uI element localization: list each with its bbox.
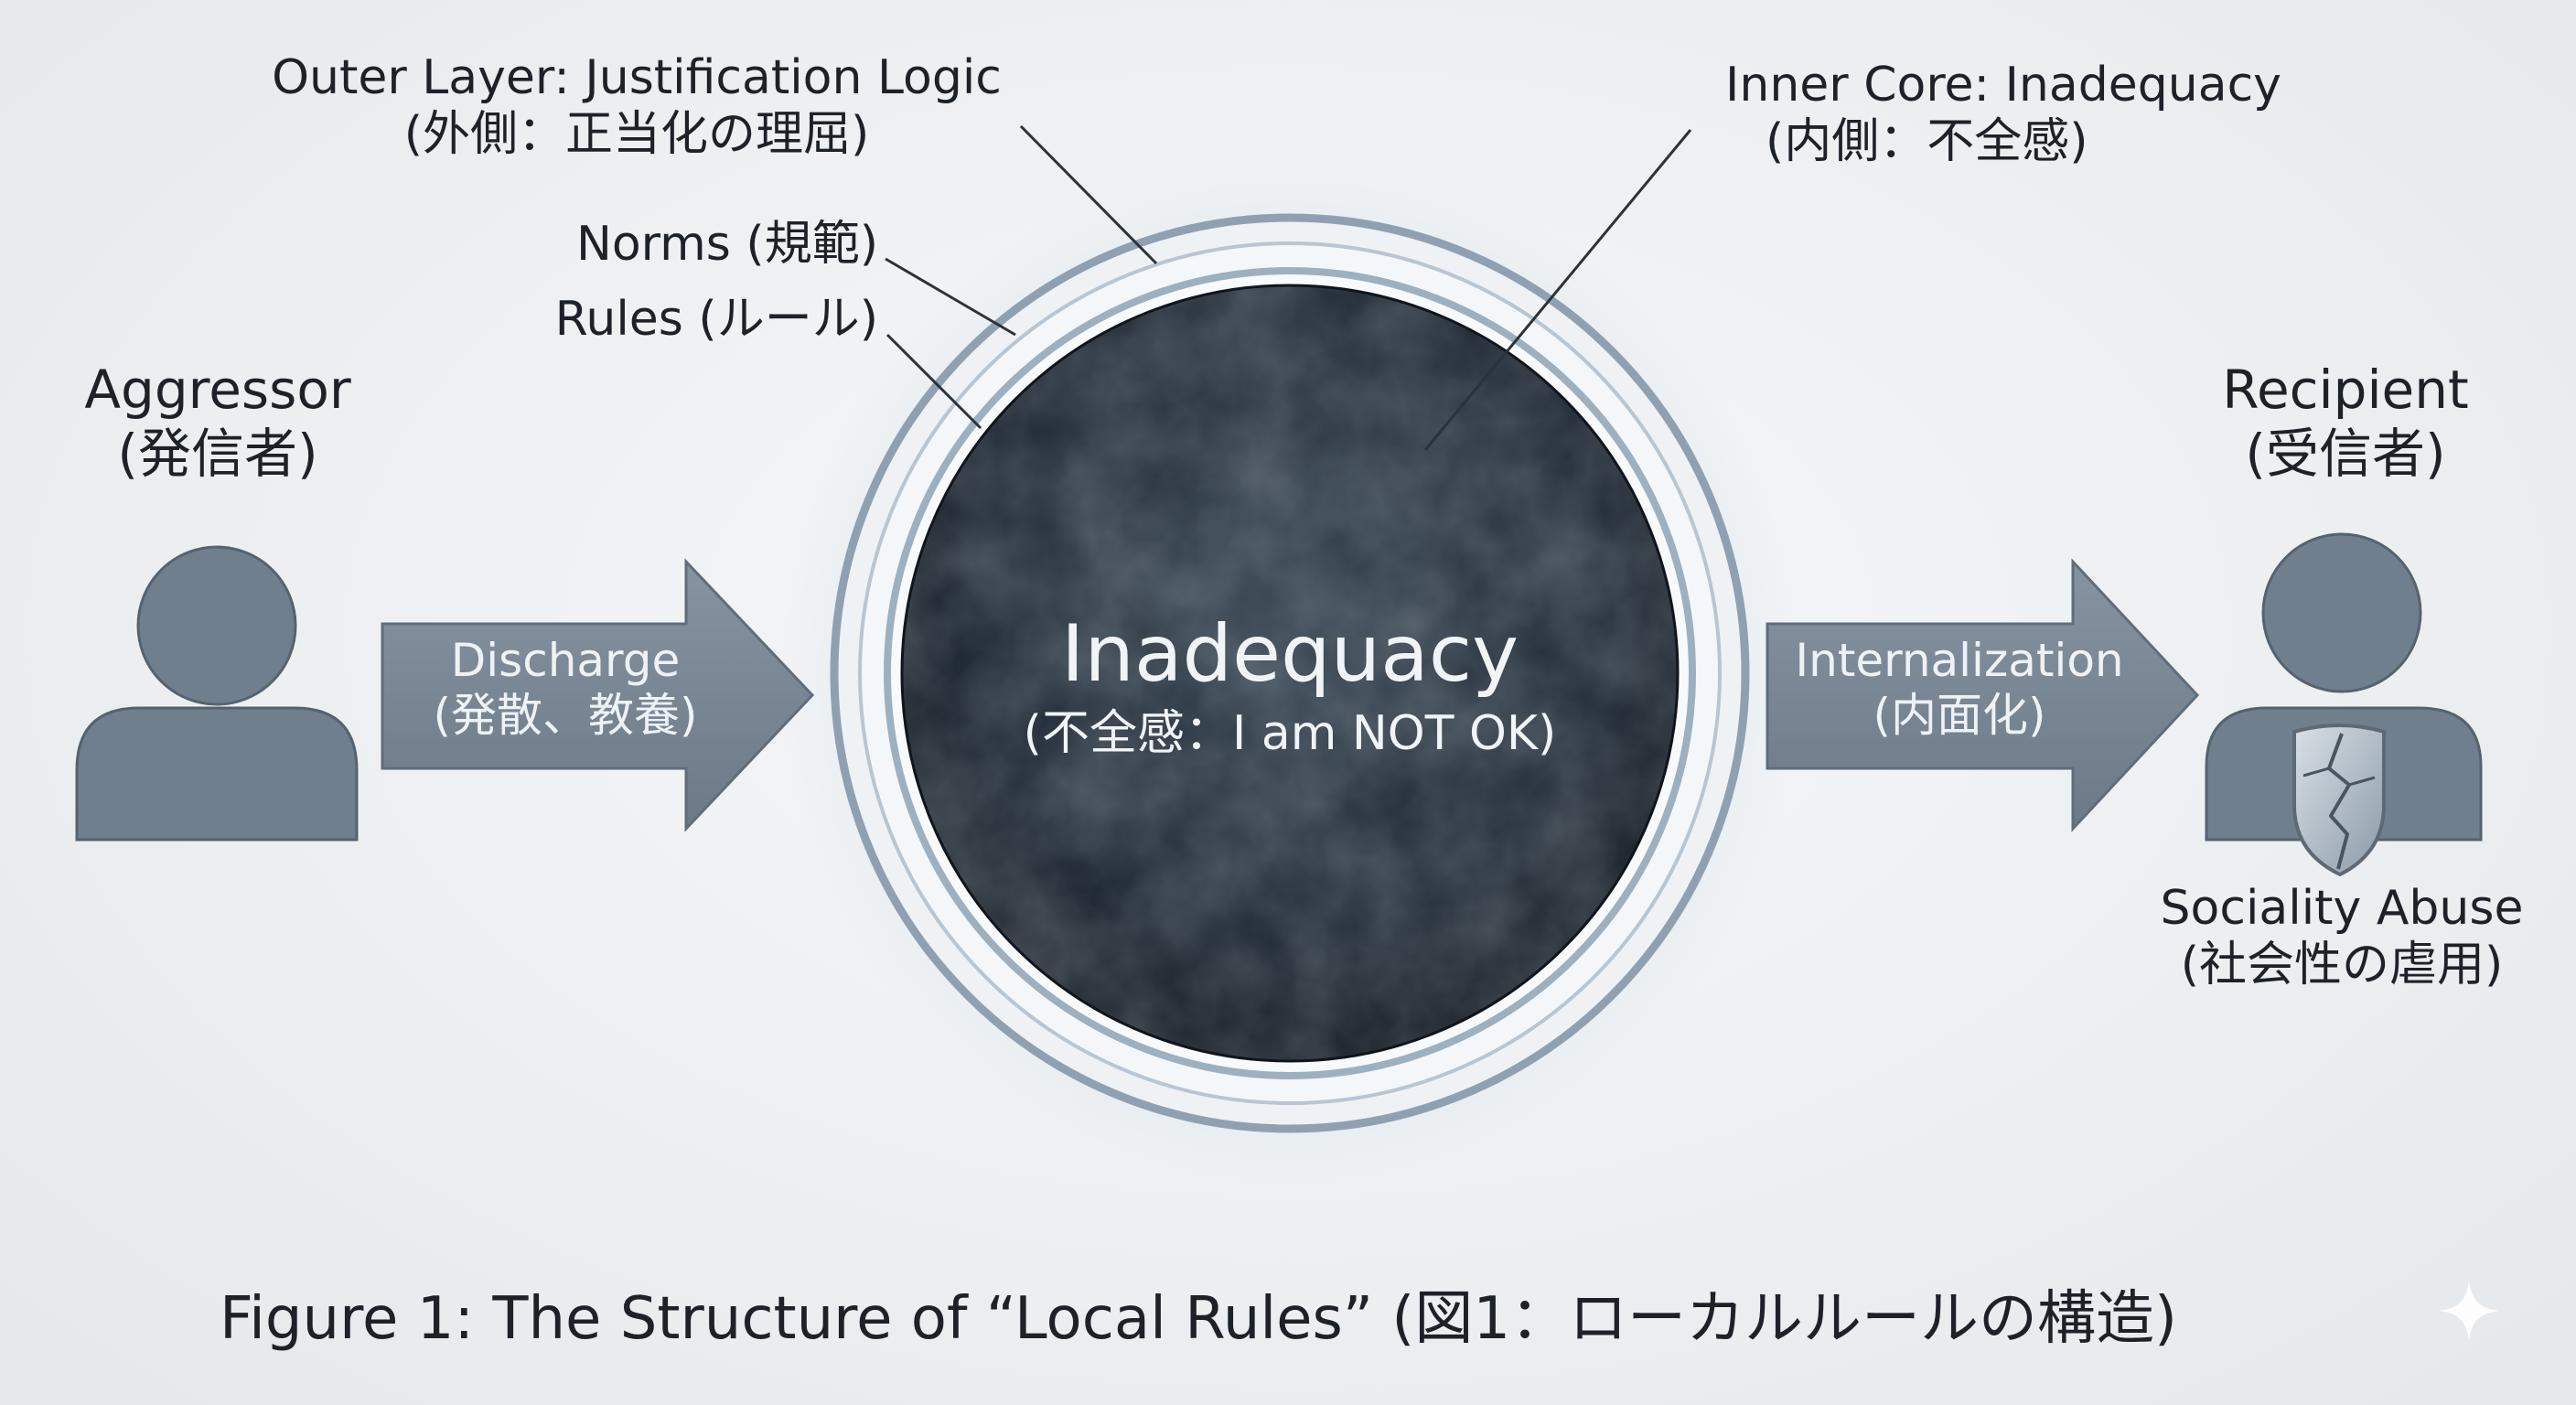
core-label: Inadequacy (不全感：I am NOT OK): [951, 607, 1628, 763]
discharge-subtitle: (発散、教養): [433, 689, 698, 742]
aggressor-subtitle: (発信者): [117, 422, 318, 485]
outer-layer-subtitle: (外側：正当化の理屈): [403, 107, 870, 163]
cracked-shield-icon: [2292, 724, 2386, 877]
discharge-arrow: [381, 558, 815, 832]
recipient-title: Recipient: [2222, 359, 2469, 421]
sociality-abuse-label: Sociality Abuse (社会性の虐用): [2131, 880, 2552, 994]
rules-label: Rules (ルール): [554, 292, 878, 347]
internalization-subtitle: (内面化): [1873, 689, 2046, 742]
rules-leader: [886, 333, 982, 430]
internalization-label: Internalization (内面化): [1767, 633, 2152, 743]
inner-core-label: Inner Core: Inadequacy (内側：不全感): [1692, 57, 2314, 171]
figure-caption: Figure 1: The Structure of “Local Rules”…: [219, 1285, 2178, 1353]
sparkle-icon: [2439, 1281, 2499, 1341]
recipient-subtitle: (受信者): [2245, 422, 2446, 485]
norms-leader: [885, 257, 1016, 337]
outer-layer-label: Outer Layer: Justification Logic (外側：正当化…: [262, 49, 1012, 164]
aggressor-person-icon: [75, 545, 359, 842]
norms-label: Norms (規範): [575, 217, 878, 272]
outer-layer-title: Outer Layer: Justification Logic: [272, 50, 1002, 105]
sociality-abuse-title: Sociality Abuse: [2160, 881, 2524, 936]
recipient-label: Recipient (受信者): [2163, 359, 2528, 486]
discharge-label: Discharge (発散、教養): [382, 633, 748, 743]
sociality-abuse-subtitle: (社会性の虐用): [2180, 938, 2504, 993]
core-title: Inadequacy: [1060, 608, 1519, 700]
outer-layer-leader: [1019, 124, 1158, 265]
inner-core-leader: [1423, 129, 1692, 451]
discharge-title: Discharge: [450, 634, 681, 687]
aggressor-label: Aggressor (発信者): [35, 359, 401, 486]
inner-core-subtitle: (内側：不全感): [1766, 114, 2088, 170]
internalization-title: Internalization: [1795, 634, 2124, 687]
aggressor-title: Aggressor: [84, 359, 351, 421]
inner-core-title: Inner Core: Inadequacy: [1725, 58, 2281, 113]
core-subtitle: (不全感：I am NOT OK): [1023, 706, 1557, 762]
internalization-arrow: [1766, 558, 2200, 832]
